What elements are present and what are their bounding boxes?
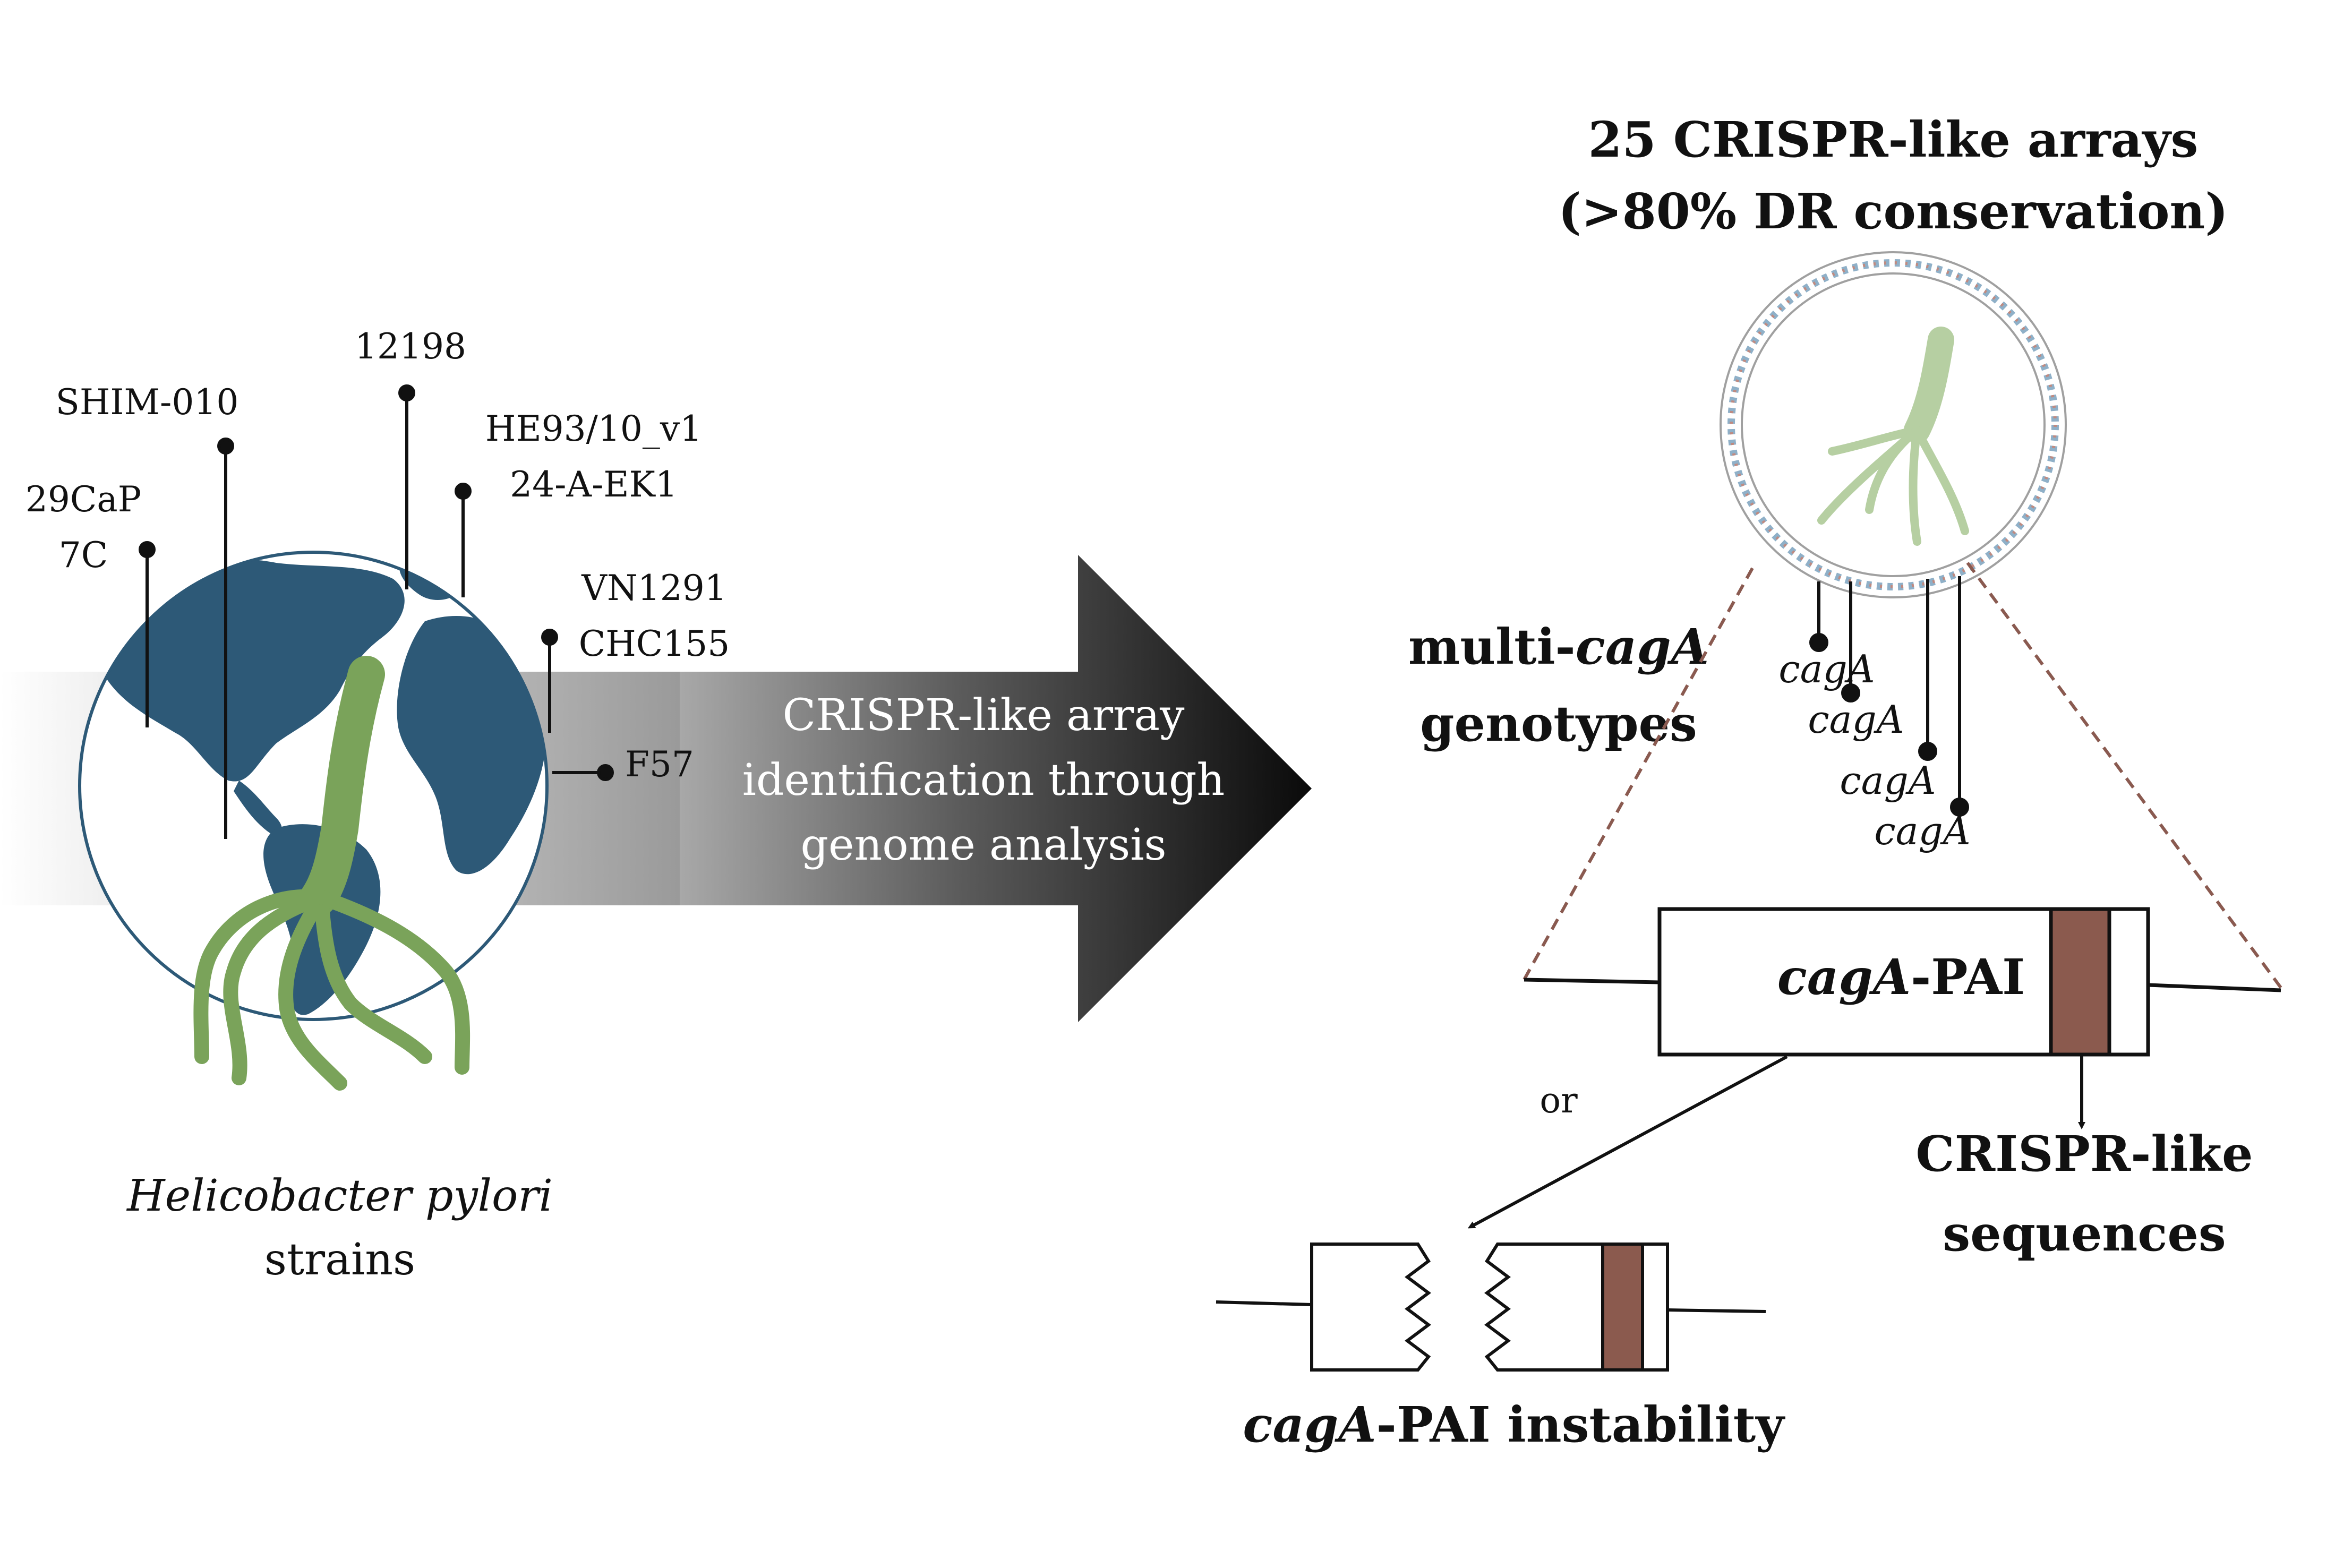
or-arrow	[1467, 1055, 1788, 1229]
pai-label: cagA-PAI	[1777, 948, 2025, 1006]
multi-caga-line2: genotypes	[1420, 695, 1697, 752]
strain-pins	[139, 384, 614, 839]
instability-label: cagA-PAI instability	[1243, 1396, 1785, 1453]
bacterium-main	[193, 656, 471, 1091]
bacterium-faded	[1817, 327, 1969, 546]
strain-label-7c: 7C	[59, 535, 108, 576]
arrow-text-line3: genome analysis	[800, 820, 1166, 870]
globe	[78, 551, 549, 1021]
broken-pai	[1216, 1243, 1766, 1372]
organism-strains-word: strains	[264, 1235, 415, 1285]
caga-label-4: cagA	[1874, 809, 1970, 853]
arrow-text-line1: CRISPR-like array	[783, 690, 1185, 741]
organism-name: Helicobacter pylori	[126, 1171, 553, 1221]
caga-label-3: cagA	[1840, 758, 1936, 803]
pai-crispr-segment	[2049, 907, 2111, 1057]
strain-label-12198: 12198	[355, 326, 466, 367]
crispr-seq-line1: CRISPR-like	[1915, 1125, 2253, 1183]
arrays-title-line2: (>80% DR conservation)	[1558, 183, 2228, 240]
strain-label-chc155: CHC155	[579, 623, 730, 664]
dna-ring	[1720, 251, 2067, 598]
zoom-line-right	[1966, 562, 2282, 989]
strain-label-shim-010: SHIM-010	[56, 382, 239, 423]
multi-caga-line1: multi-cagA	[1408, 618, 1709, 675]
process-arrow	[680, 555, 1312, 1022]
strain-label-he93: HE93/10_v1	[485, 408, 702, 449]
pai-line-right	[2148, 983, 2281, 992]
arrays-title-line1: 25 CRISPR-like arrays	[1588, 111, 2199, 168]
strain-label-vn1291: VN1291	[581, 568, 726, 609]
caga-label-2: cagA	[1808, 697, 1904, 742]
zoom-line-left	[1523, 567, 1754, 981]
caga-label-1: cagA	[1778, 647, 1875, 691]
crispr-seq-line2: sequences	[1943, 1205, 2226, 1262]
caga-pins	[1809, 576, 1969, 817]
pai-line-left	[1524, 978, 1660, 984]
arrow-text-line2: identification through	[742, 755, 1225, 806]
strain-label-29cap: 29CaP	[25, 479, 141, 520]
strain-label-f57: F57	[625, 744, 694, 785]
strain-label-24-a-ek1: 24-A-EK1	[510, 464, 678, 505]
or-label: or	[1540, 1080, 1578, 1121]
